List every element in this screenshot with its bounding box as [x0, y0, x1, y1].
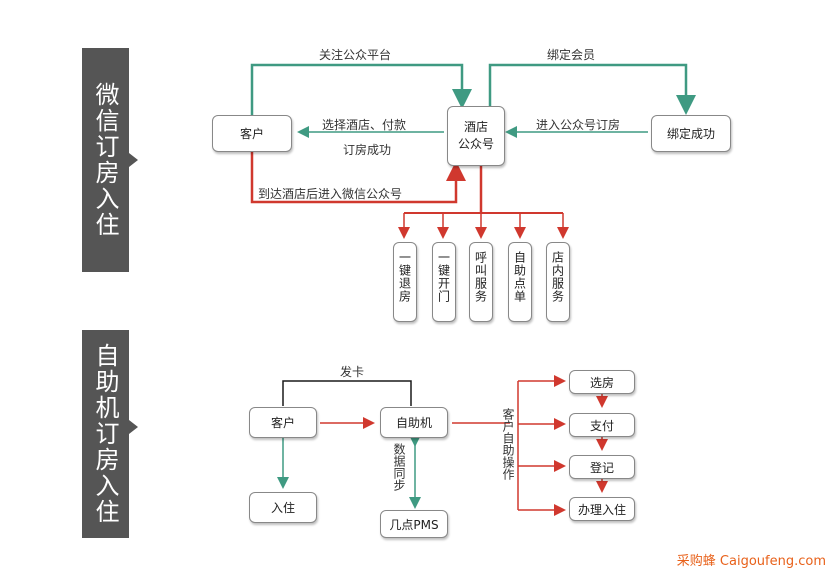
- edge-enter-booking-label: 进入公众号订房: [536, 118, 621, 132]
- step-register: 登记: [569, 455, 635, 479]
- edge-choose-label: 选择酒店、付款: [322, 118, 407, 132]
- edge-follow: [250, 63, 472, 115]
- edge-self-op-label: 客户自助操作: [501, 408, 515, 480]
- kiosk-node: 自助机: [380, 407, 448, 438]
- kiosk-band-arrow-icon: [129, 420, 138, 434]
- edge-card-label: 发卡: [340, 365, 365, 379]
- edge-card: [282, 380, 412, 406]
- checkin-node: 入住: [249, 492, 317, 523]
- service-order: 自助点单: [508, 242, 532, 322]
- edge-bind-member: [488, 63, 696, 115]
- kiosk-section-band: 自助机订房入住: [82, 330, 129, 538]
- edge-arrive: [250, 152, 466, 204]
- edge-arrive-label: 到达酒店后进入微信公众号: [258, 187, 403, 201]
- step-pay: 支付: [569, 413, 635, 437]
- pms-node: 几点PMS: [380, 510, 448, 538]
- service-in-store: 店内服务: [546, 242, 570, 322]
- hotel-account-node: 酒店 公众号: [447, 106, 505, 166]
- service-open-door: 一键开门: [432, 242, 456, 322]
- edge-booked-label: 订房成功: [343, 143, 392, 157]
- wechat-band-arrow-icon: [129, 153, 138, 167]
- edge-follow-label: 关注公众平台: [319, 48, 392, 62]
- edge-sync-label: 数据同步: [392, 443, 406, 491]
- service-checkout: 一键退房: [393, 242, 417, 322]
- kiosk-section-title: 自助机订房入住: [91, 343, 119, 525]
- wechat-section-band: 微信订房入住: [82, 48, 129, 272]
- edge-bind-member-label: 绑定会员: [547, 48, 596, 62]
- service-call: 呼叫服务: [469, 242, 493, 322]
- step-checkin: 办理入住: [569, 497, 635, 521]
- bind-success-node: 绑定成功: [651, 115, 731, 152]
- wechat-customer-node: 客户: [212, 115, 292, 152]
- wechat-section-title: 微信订房入住: [91, 82, 119, 238]
- watermark: 采购蜂 Caigoufeng.com: [676, 554, 826, 569]
- step-choose-room: 选房: [569, 370, 635, 394]
- kiosk-customer-node: 客户: [249, 407, 317, 438]
